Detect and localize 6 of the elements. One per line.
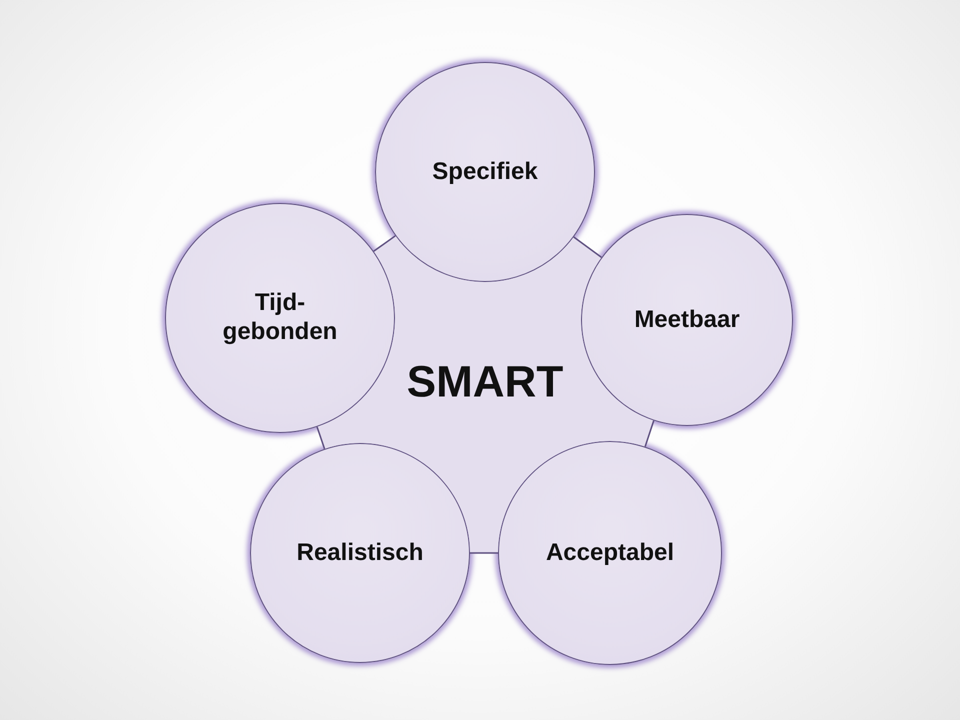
center-label: SMART [406, 356, 564, 409]
node-label: Tijd- gebonden [222, 289, 338, 347]
node-label: Specifiek [432, 158, 538, 186]
node-label: Realistisch [296, 538, 424, 568]
node-label: Acceptabel [546, 538, 674, 568]
node-label: Meetbaar [634, 306, 740, 334]
